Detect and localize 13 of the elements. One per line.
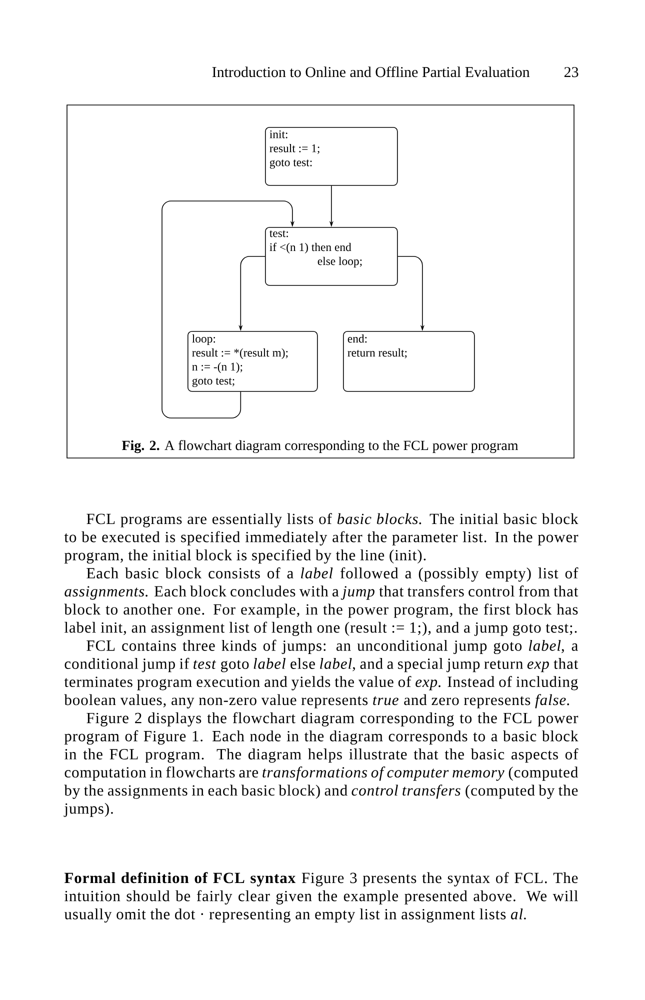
paragraph: FCL contains three kinds of jumps: an unconditional jump goto label, a conditional jump if test goto label else label, and a special jump return exp that terminates program execution and yields the value of exp. Instead of including boolean values, any non-zero value represents true and zero represents false. <box>64 640 578 708</box>
paragraph: Formal definition of FCL syntax Figure 3 presents the syntax of FCL. The intuition should be fairly clear given the example presented above. We will usually omit the dot · representing an empty list in assignment lists al. <box>64 872 578 923</box>
paragraph: FCL programs are essentially lists of basic blocks. The initial basic block to be executed is specified immediately after the parameter list. In the power program, the initial block is specified by the line (init). <box>64 513 578 564</box>
running-head: Introduction to Online and Offline Partial Evaluation <box>212 66 530 78</box>
figure-caption: Fig. 2. A flowchart diagram corresponding to the FCL power program <box>122 440 518 454</box>
paragraph: Each basic block consists of a label followed a (possibly empty) list of assignments. Each block concludes with ajump that transfers control from that block to another one. For example, in the power program, the first block has label init, an assignment list of length one (result := 1;), and a jump goto test;. <box>64 567 578 636</box>
arrow <box>162 200 294 418</box>
code-box: test: if <(n 1) then end else loop; <box>265 227 398 286</box>
page-number: 23 <box>564 67 578 78</box>
paragraph: Figure 2 displays the flowchart diagram corresponding to the FCL power program of Figure 1. Each node in the diagram corresponds to a basic block in the FCL program. The diagram helps illustrate that the basic aspects of computation in flowcharts are transformations of computer memory (computed by the assignments in each basic block) and control transfers (computed by the jumps). <box>64 712 578 817</box>
code-box: end: return result; <box>343 331 475 392</box>
code-box: init: result := 1; goto test: <box>265 127 398 186</box>
code-box: loop: result := *(result m); n := -(n 1); goto test; <box>188 331 318 392</box>
